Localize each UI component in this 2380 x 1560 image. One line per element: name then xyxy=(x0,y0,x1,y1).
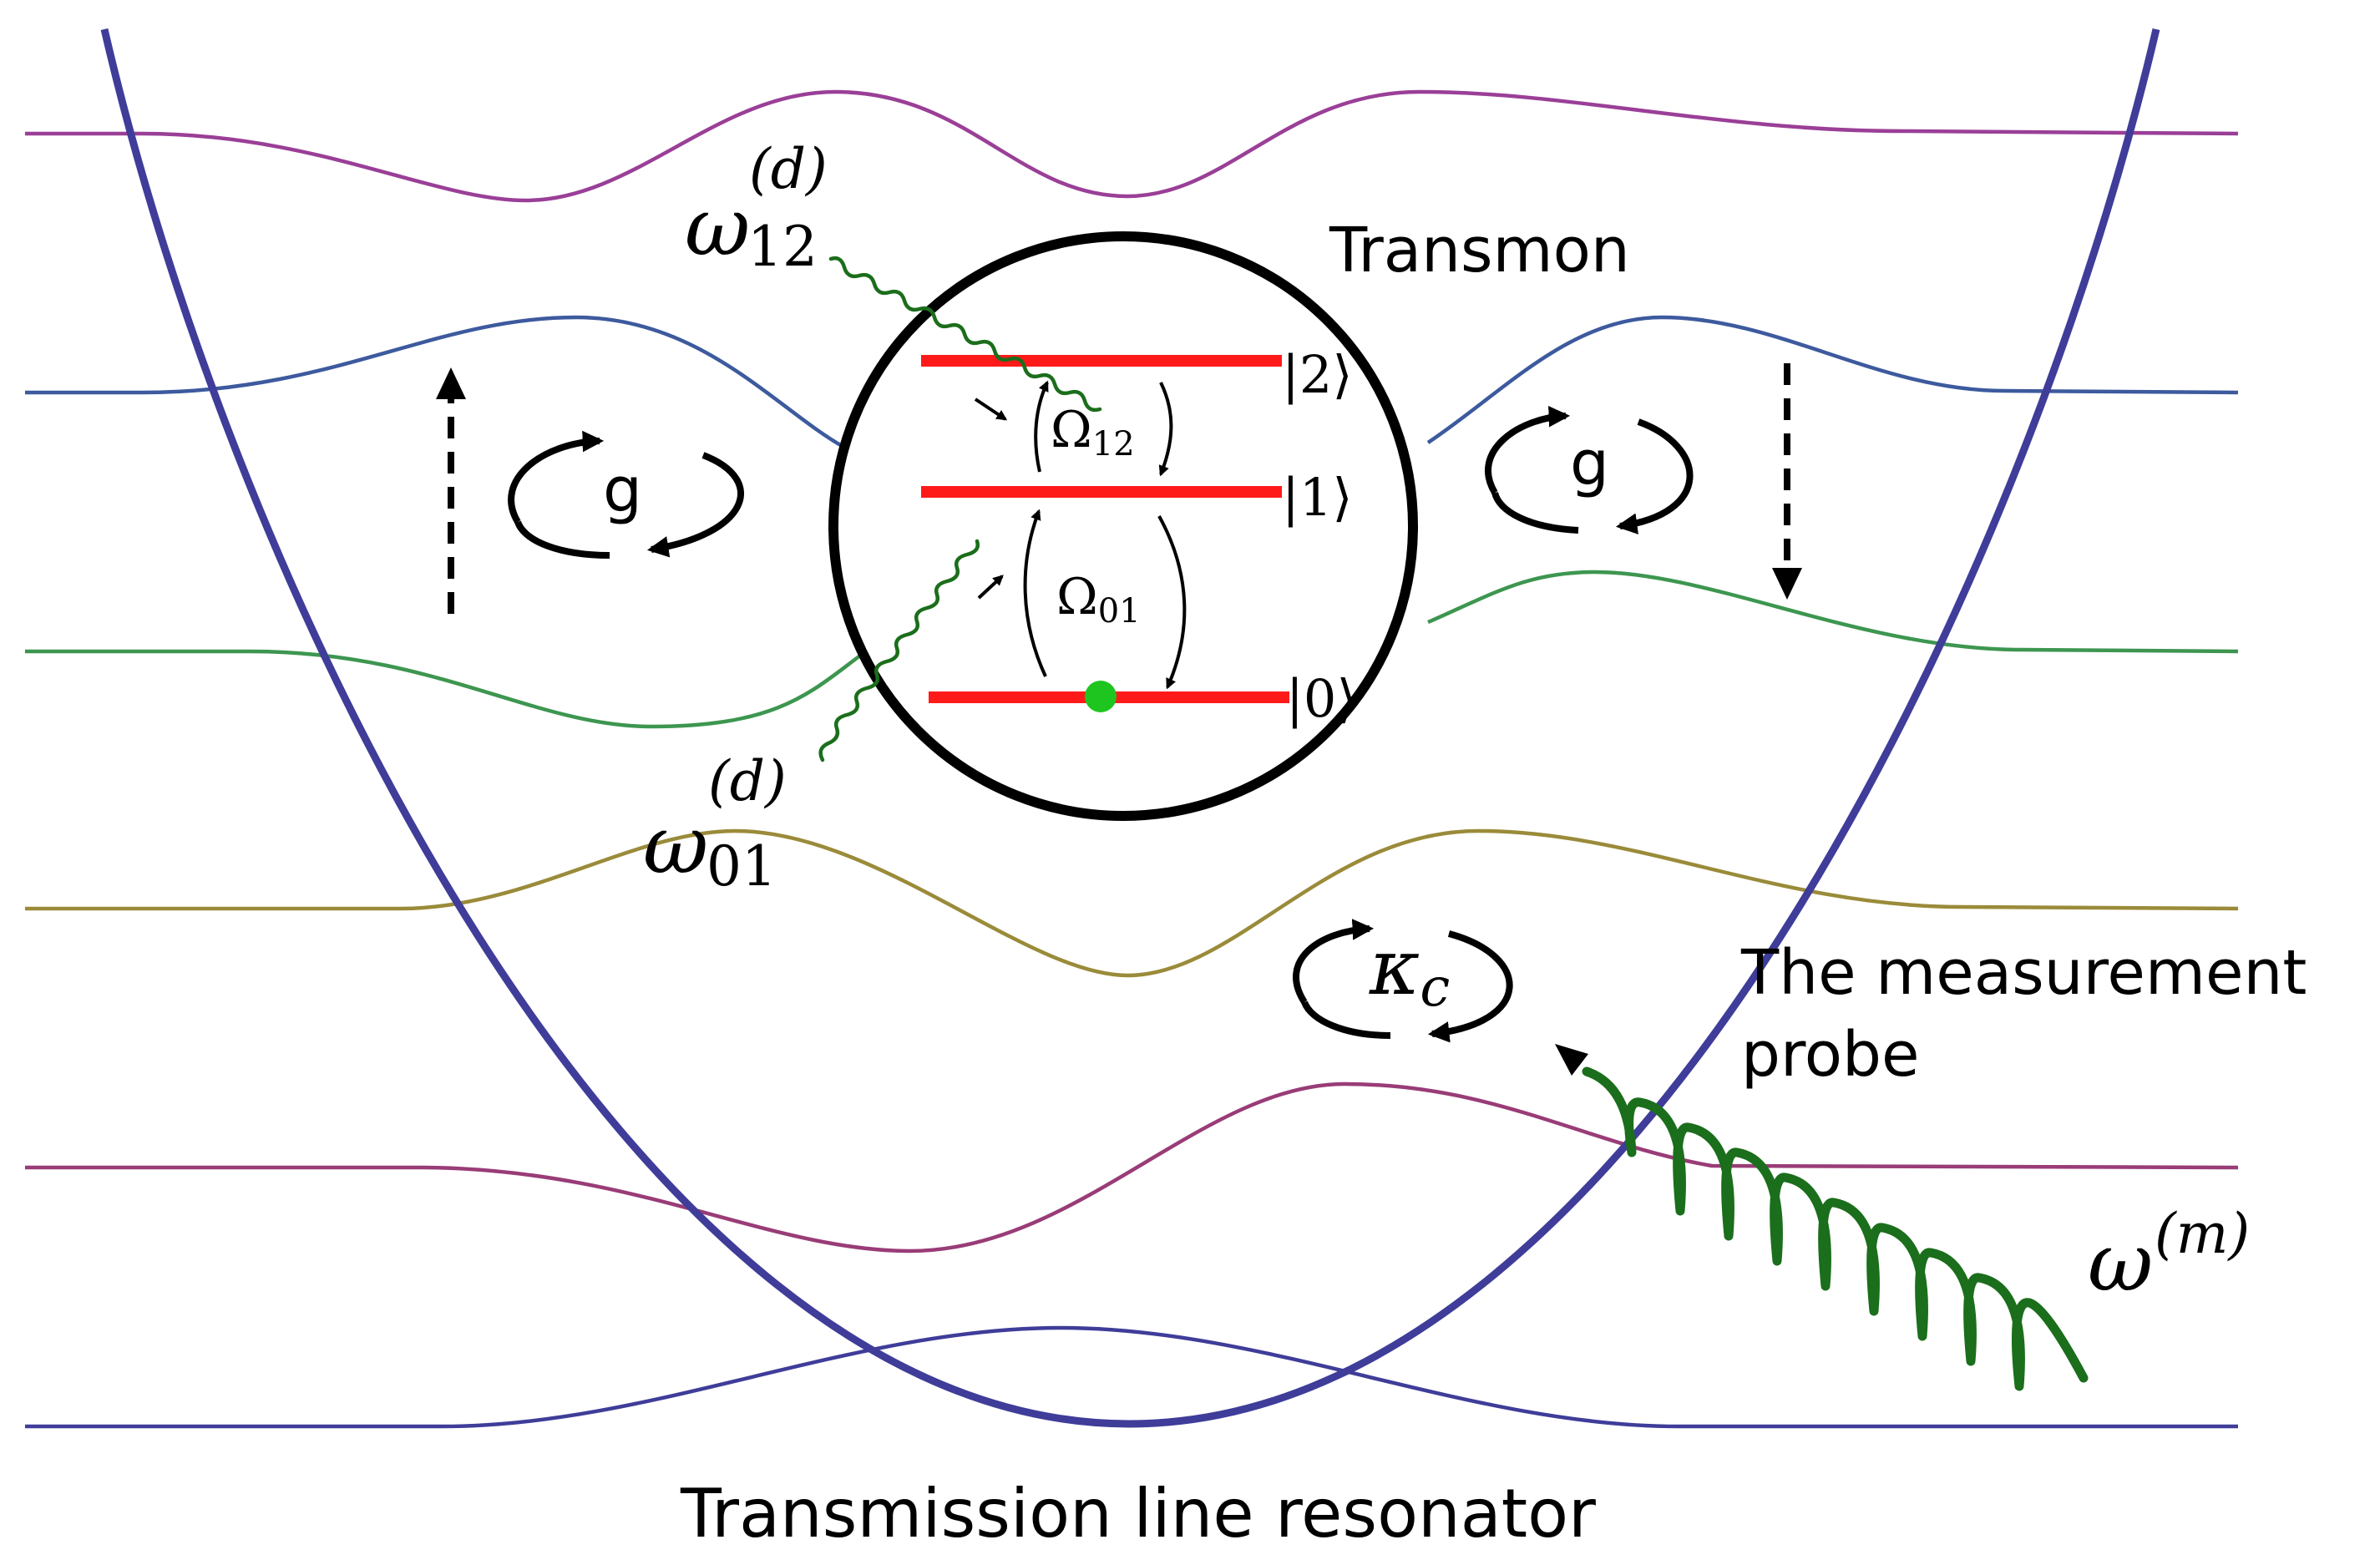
measurement-probe: ω (m) The measurement probe xyxy=(1555,937,2307,1391)
drive-12: ω 12 (d) xyxy=(685,137,1102,421)
energy-up-arrow-head xyxy=(436,367,466,399)
rabi-01-arrow-down xyxy=(1157,515,1187,690)
decay-label: κc xyxy=(1369,923,1450,1019)
mode-line-3-right xyxy=(1427,570,2239,654)
rabi-12-arrow-down xyxy=(1158,382,1173,477)
rabi-01-arrow-up xyxy=(1023,509,1047,677)
rabi-12-arrow-up xyxy=(1034,380,1049,473)
mode-line-2-right xyxy=(1426,315,2239,444)
drive-12-subscript: 12 xyxy=(747,215,818,279)
coupling-left: g xyxy=(508,430,744,559)
drive-12-arrow xyxy=(974,398,1008,421)
transmon-label: Transmon xyxy=(1329,215,1630,286)
coupling-right-arc-right xyxy=(1615,418,1694,534)
probe-arrow xyxy=(1555,1044,1588,1076)
decay-cycle: κc xyxy=(1293,919,1513,1043)
transmon: |2⟩ |1⟩ |0⟩ Ω12 Ω01 xyxy=(828,231,1418,821)
transmon-circle xyxy=(828,231,1418,821)
coupling-left-label: g xyxy=(603,454,642,526)
coupling-left-arc-left xyxy=(514,520,610,559)
coupling-left-arc-top xyxy=(508,430,605,524)
resonator-label: Transmission line resonator xyxy=(680,1475,1596,1552)
probe-label-line-1: The measurement xyxy=(1740,937,2307,1009)
coupling-right-arc-top xyxy=(1485,405,1571,495)
drive-01-label: ω xyxy=(643,798,708,892)
drive-12-wiggle xyxy=(828,256,1102,413)
label-level-0: |0⟩ xyxy=(1286,668,1357,729)
coupling-left-arc-right xyxy=(646,452,744,558)
drive-01-subscript: 01 xyxy=(706,834,777,899)
coupling-right-label: g xyxy=(1570,428,1609,499)
energy-level-2 xyxy=(921,355,1282,367)
mode-line-3 xyxy=(25,649,862,729)
ground-state-population xyxy=(1085,681,1117,712)
probe-frequency-label: ω xyxy=(2088,1216,2153,1309)
coupling-right-arc-left xyxy=(1491,491,1579,534)
mode-line-5 xyxy=(25,1081,2239,1254)
decay-arc-top xyxy=(1293,919,1375,1005)
drive-01-superscript: (d) xyxy=(708,749,787,813)
drive-01-arrow xyxy=(977,575,1004,600)
label-level-1: |1⟩ xyxy=(1282,467,1353,528)
mode-line-top xyxy=(25,89,2239,203)
decay-arc-left xyxy=(1301,1000,1391,1039)
mode-line-bottom xyxy=(25,1325,2238,1429)
drive-12-superscript: (d) xyxy=(749,137,828,201)
mode-line-4 xyxy=(25,828,2239,978)
resonator-parabola xyxy=(100,28,2160,1428)
label-level-2: |2⟩ xyxy=(1282,344,1353,405)
energy-level-1 xyxy=(921,486,1282,498)
rabi-01-label: Ω01 xyxy=(1056,568,1141,631)
decay-arc-right xyxy=(1427,930,1513,1043)
probe-label-line-2: probe xyxy=(1741,1019,1920,1091)
energy-down-arrow-head xyxy=(1772,568,1802,600)
probe-wiggle xyxy=(1582,1066,2089,1391)
probe-frequency-superscript: (m) xyxy=(2155,1202,2250,1266)
resonator-modes xyxy=(25,89,2239,1429)
drive-01-wiggle xyxy=(818,539,980,762)
coupling-right: g xyxy=(1485,405,1694,534)
rabi-12-label: Ω12 xyxy=(1051,401,1135,463)
drive-12-label: ω xyxy=(685,180,750,274)
drive-01: ω 01 (d) xyxy=(643,539,1004,899)
mode-line-2 xyxy=(25,315,845,448)
